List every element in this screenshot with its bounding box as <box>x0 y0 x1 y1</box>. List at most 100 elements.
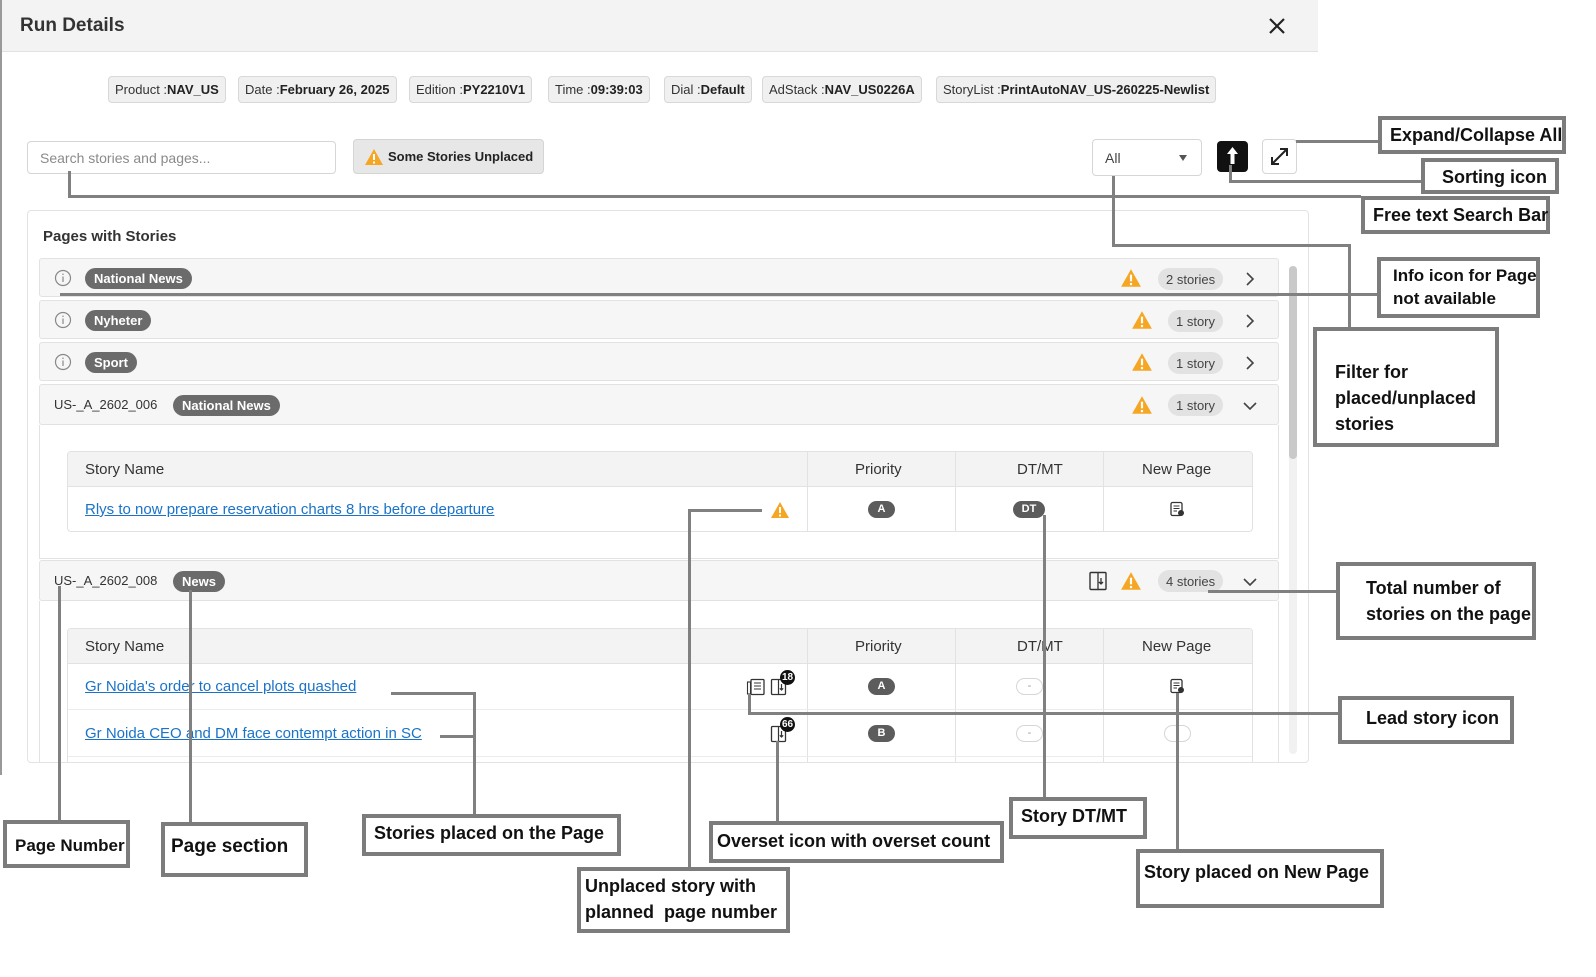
page-number: US-_A_2602_008 <box>54 573 158 588</box>
col-dtmt: DT/MT <box>1017 461 1063 478</box>
annotation-overset: Overset icon with overset count <box>709 821 1004 863</box>
warning-icon <box>1132 353 1152 371</box>
page-row-national-news[interactable]: National News 2 stories <box>39 258 1279 297</box>
annotation-text: stories on the page <box>1366 604 1532 624</box>
col-new-page: New Page <box>1142 638 1212 655</box>
warning-icon <box>1132 396 1152 414</box>
story-link[interactable]: Gr Noida's order to cancel plots quashed <box>85 678 357 695</box>
annotation-text: Page section <box>171 836 289 857</box>
page-row-008[interactable]: US-_A_2602_008 News 4 stories <box>39 560 1279 601</box>
col-story-name: Story Name <box>85 461 165 478</box>
col-priority: Priority <box>855 638 902 655</box>
col-priority: Priority <box>855 461 902 478</box>
scroll-thumb[interactable] <box>1289 266 1297 459</box>
time-chip: Time :09:39:03 <box>548 76 650 103</box>
col-new-page: New Page <box>1142 461 1212 478</box>
stories-table: Story Name Priority DT/MT New Page Rlys … <box>67 451 1253 532</box>
annotation-text: Story placed on New Page <box>1144 862 1370 882</box>
annotation-page-number: Page Number <box>3 820 130 868</box>
run-details-modal: Run Details Product :NAV_US Date :Februa… <box>0 0 1318 775</box>
dial-chip: Dial :Default <box>664 76 752 103</box>
modal-header: Run Details <box>2 0 1318 52</box>
chip-label: Date : <box>245 82 280 97</box>
overset-icon <box>770 678 787 696</box>
annotation-text: Expand/Collapse All <box>1390 125 1563 145</box>
page-row-nyheter[interactable]: Nyheter 1 story <box>39 300 1279 339</box>
annotation-text: Unplaced story with <box>585 876 757 896</box>
new-page-icon <box>1170 501 1184 517</box>
chevron-down-icon <box>1179 155 1187 161</box>
stories-table: Story Name Priority DT/MT New Page Gr No… <box>67 628 1253 762</box>
chip-label: Dial : <box>671 82 701 97</box>
overset-count-badge: 18 <box>780 670 795 685</box>
filter-value: All <box>1105 150 1121 166</box>
sort-arrow-icon <box>1227 147 1238 164</box>
story-count-badge: 1 story <box>1168 310 1224 332</box>
annotation-text: Story DT/MT <box>1021 806 1127 826</box>
annotation-dtmt: Story DT/MT <box>1009 797 1147 839</box>
info-icon[interactable] <box>54 311 72 329</box>
story-link[interactable]: Rlys to now prepare reservation charts 8… <box>85 501 495 518</box>
dtmt-badge: - <box>1016 678 1043 695</box>
warning-icon <box>1121 572 1141 590</box>
close-icon <box>1269 18 1285 34</box>
table-row: Gr Noida's order to cancel plots quashed… <box>68 664 1252 710</box>
annotation-text: not available <box>1393 289 1496 308</box>
col-dtmt: DT/MT <box>1017 638 1063 655</box>
page-row-006[interactable]: US-_A_2602_006 National News 1 story <box>39 384 1279 425</box>
dtmt-badge: DT <box>1013 501 1045 518</box>
annotation-text: stories <box>1335 414 1395 434</box>
chip-value: PrintAutoNAV_US-260225-Newlist <box>1000 82 1210 97</box>
chevron-right-icon[interactable] <box>1242 313 1258 329</box>
chip-label: AdStack : <box>769 82 825 97</box>
chevron-down-icon[interactable] <box>1242 574 1258 590</box>
warning-icon <box>1121 269 1141 287</box>
search-input[interactable] <box>27 141 336 174</box>
story-count-badge: 1 story <box>1168 394 1224 416</box>
annotation-text: Stories placed on the Page <box>374 823 605 843</box>
chip-label: Edition : <box>416 82 463 97</box>
close-button[interactable] <box>1264 13 1290 39</box>
chip-value: PY2210V1 <box>462 82 526 97</box>
info-icon[interactable] <box>54 269 72 287</box>
chevron-right-icon[interactable] <box>1242 271 1258 287</box>
annotation-text: Filter for <box>1335 362 1409 382</box>
expand-collapse-all-button[interactable] <box>1262 139 1297 174</box>
expand-icon <box>1271 148 1288 165</box>
info-icon[interactable] <box>54 353 72 371</box>
page-number: US-_A_2602_006 <box>54 397 158 412</box>
story-link[interactable]: Gr Noida CEO and DM face contempt action… <box>85 725 422 742</box>
chip-value: NAV_US <box>167 82 219 97</box>
chevron-right-icon[interactable] <box>1242 355 1258 371</box>
annotation-search: Free text Search Bar <box>1361 196 1550 234</box>
annotation-lead: Lead story icon <box>1338 696 1514 744</box>
chip-label: Time : <box>555 82 591 97</box>
edition-chip: Edition :PY2210V1 <box>409 76 533 103</box>
adstack-chip: AdStack :NAV_US0226A <box>762 76 922 103</box>
dtmt-badge: - <box>1016 725 1043 742</box>
table-row: Rlys to now prepare reservation charts 8… <box>68 487 1252 531</box>
section-badge: National News <box>85 268 192 289</box>
chevron-down-icon[interactable] <box>1242 398 1258 414</box>
col-story-name: Story Name <box>85 638 165 655</box>
unplaced-status-badge: Some Stories Unplaced <box>353 139 544 174</box>
priority-badge: A <box>868 678 895 695</box>
sort-button[interactable] <box>1217 141 1248 172</box>
storylist-chip: StoryList :PrintAutoNAV_US-260225-Newlis… <box>936 76 1217 103</box>
status-text: Some Stories Unplaced <box>388 149 534 164</box>
annotation-text: Total number of <box>1366 578 1501 598</box>
page-row-sport[interactable]: Sport 1 story <box>39 342 1279 381</box>
placement-filter-select[interactable]: All <box>1092 139 1202 176</box>
annotation-text: placed/unplaced <box>1335 388 1477 408</box>
annotation-text: Sorting icon <box>1442 167 1547 187</box>
annotation-text: Free text Search Bar <box>1373 205 1549 225</box>
scrollbar[interactable] <box>1289 266 1297 754</box>
annotation-expand: Expand/Collapse All <box>1378 116 1566 154</box>
warning-icon <box>771 502 789 518</box>
warning-icon <box>1132 311 1152 329</box>
annotation-stories-placed: Stories placed on the Page <box>362 814 621 856</box>
product-chip: Product :NAV_US <box>108 76 226 103</box>
story-count-badge: 4 stories <box>1158 570 1224 592</box>
